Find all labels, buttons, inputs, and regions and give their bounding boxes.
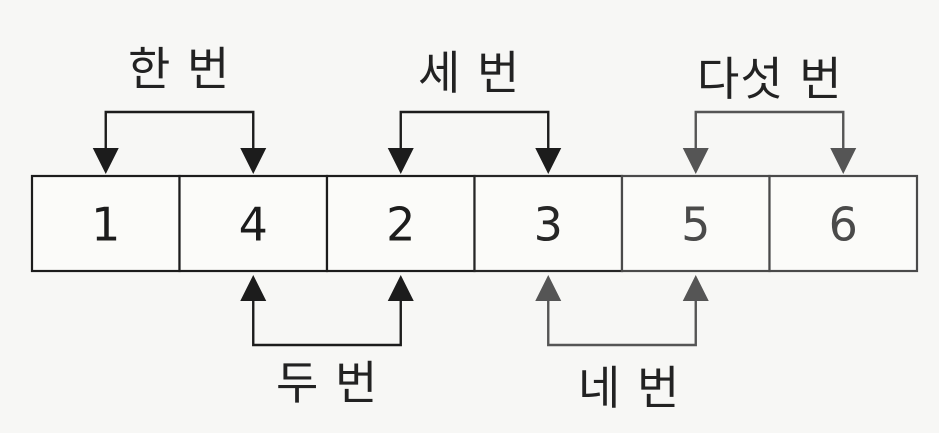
cell-box — [768, 174, 919, 273]
pass-label-5: 다섯 번 — [697, 52, 843, 106]
swap-arrows — [92, 110, 857, 347]
cell-value: 4 — [239, 198, 268, 252]
swap-arrow — [535, 275, 709, 347]
swap-arrow — [92, 110, 267, 174]
arrowhead — [240, 275, 267, 301]
arrow-line — [104, 110, 255, 148]
arrowhead — [830, 148, 857, 174]
array-cell: 5 — [620, 174, 771, 273]
swap-arrow — [240, 275, 414, 347]
pass-label-2: 두 번 — [276, 356, 379, 410]
cell-value: 5 — [681, 198, 710, 252]
arrowhead — [535, 275, 562, 301]
cell-value: 3 — [534, 198, 563, 252]
arrowhead — [682, 148, 709, 174]
arrowhead — [387, 148, 414, 174]
cell-box — [178, 174, 329, 273]
array-cell: 2 — [325, 174, 476, 273]
pass-label-4: 네 번 — [578, 361, 681, 415]
arrow-line — [694, 110, 845, 148]
cell-value: 1 — [91, 198, 120, 252]
swap-arrow — [387, 110, 562, 174]
array-cell: 3 — [473, 174, 624, 273]
pass-label-3: 세 번 — [418, 46, 521, 100]
array-cells: 1 4 2 3 5 6 — [30, 174, 919, 273]
cell-box — [620, 174, 771, 273]
pass-label-1: 한 번 — [128, 42, 231, 96]
array-cell: 1 — [30, 174, 181, 273]
arrowhead — [240, 148, 267, 174]
arrow-line — [399, 110, 550, 148]
arrowhead — [682, 275, 709, 301]
arrowhead — [535, 148, 562, 174]
swap-arrow — [682, 110, 857, 174]
arrowhead — [92, 148, 119, 174]
cell-value: 6 — [829, 198, 858, 252]
cell-box — [473, 174, 624, 273]
cell-value: 2 — [386, 198, 415, 252]
arrowhead — [387, 275, 414, 301]
array-cell: 4 — [178, 174, 329, 273]
arrow-line — [547, 301, 697, 347]
arrow-line — [252, 301, 402, 347]
cell-box — [30, 174, 181, 273]
array-cell: 6 — [768, 174, 919, 273]
